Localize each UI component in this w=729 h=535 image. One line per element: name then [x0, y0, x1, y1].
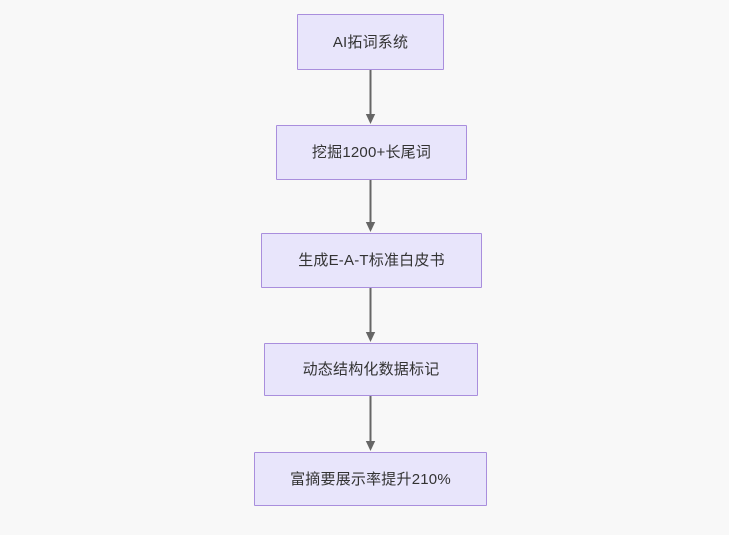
flow-node-mine-longtail-keywords[interactable]: 挖掘1200+长尾词: [276, 125, 467, 180]
flow-node-label: 动态结构化数据标记: [302, 361, 440, 378]
flow-node-dynamic-structured-data-markup[interactable]: 动态结构化数据标记: [264, 343, 478, 396]
flow-node-ai-keyword-system[interactable]: AI拓词系统: [297, 14, 444, 70]
arrowhead-icon: [365, 114, 376, 124]
flow-edge-3-to-4: [365, 288, 376, 342]
arrowhead-icon: [365, 332, 376, 342]
arrowhead-icon: [365, 441, 376, 451]
flow-node-label: 挖掘1200+长尾词: [311, 144, 432, 161]
flow-edge-2-to-3: [365, 180, 376, 232]
flow-node-label: 生成E-A-T标准白皮书: [298, 252, 445, 269]
flow-edge-4-to-5: [365, 396, 376, 451]
flow-node-label: 富摘要展示率提升210%: [290, 470, 451, 488]
arrowhead-icon: [365, 222, 376, 232]
flow-node-rich-snippet-impression-uplift[interactable]: 富摘要展示率提升210%: [254, 452, 487, 506]
flow-edge-1-to-2: [365, 70, 376, 124]
flow-node-generate-eat-whitepaper[interactable]: 生成E-A-T标准白皮书: [261, 233, 482, 288]
flow-node-label: AI拓词系统: [332, 33, 409, 51]
